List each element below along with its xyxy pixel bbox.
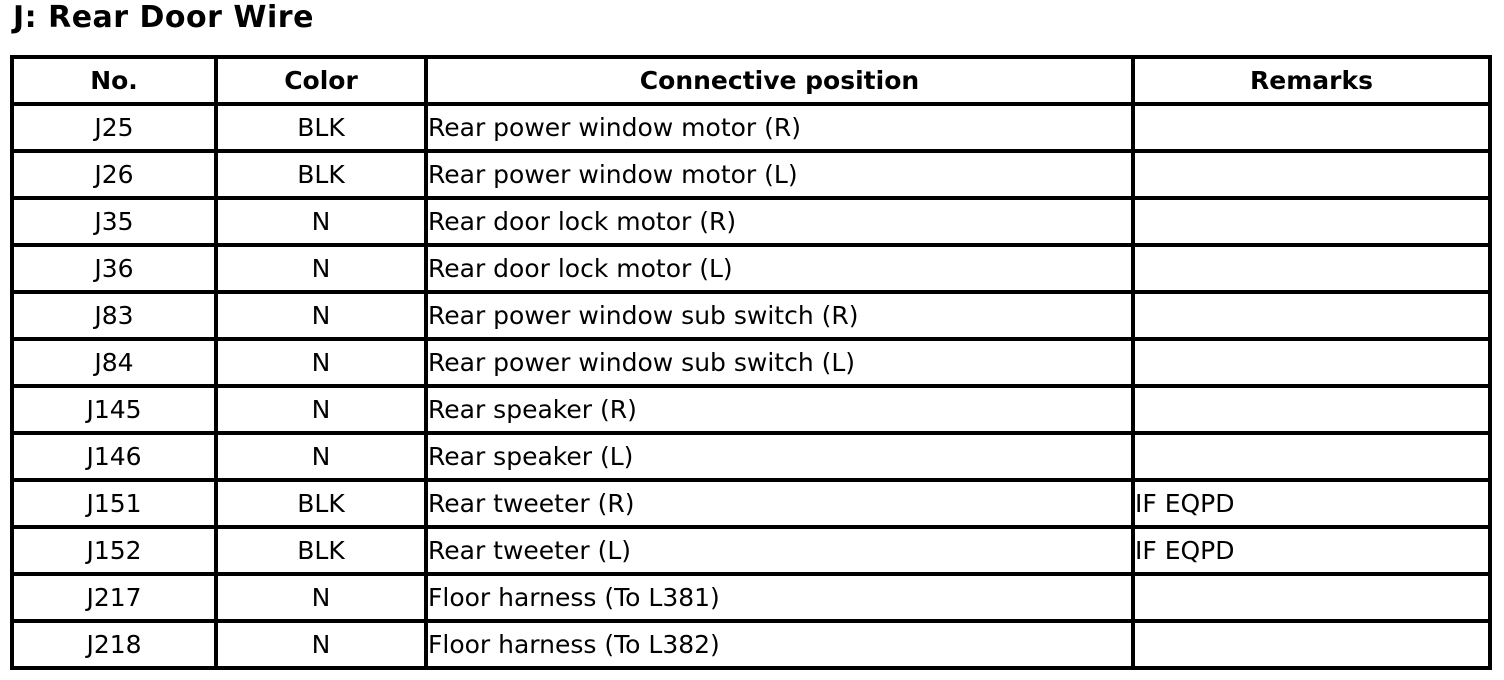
table-row: J146 N Rear speaker (L) (10, 431, 1492, 482)
table-row: J217 N Floor harness (To L381) (10, 572, 1492, 623)
cell-connective-position: Rear tweeter (L) (424, 525, 1135, 576)
table-row: J152 BLK Rear tweeter (L) IF EQPD (10, 525, 1492, 576)
cell-no: J145 (10, 384, 218, 435)
cell-color: N (214, 243, 428, 294)
cell-no: J146 (10, 431, 218, 482)
cell-color: N (214, 619, 428, 670)
cell-color: N (214, 572, 428, 623)
cell-remarks (1131, 102, 1492, 153)
table-row: J218 N Floor harness (To L382) (10, 619, 1492, 670)
cell-color: BLK (214, 525, 428, 576)
cell-connective-position: Rear door lock motor (L) (424, 243, 1135, 294)
cell-connective-position: Rear door lock motor (R) (424, 196, 1135, 247)
cell-no: J83 (10, 290, 218, 341)
cell-no: J84 (10, 337, 218, 388)
cell-no: J26 (10, 149, 218, 200)
cell-connective-position: Rear power window sub switch (R) (424, 290, 1135, 341)
cell-connective-position: Rear power window motor (L) (424, 149, 1135, 200)
cell-remarks (1131, 384, 1492, 435)
page-title: J: Rear Door Wire (13, 0, 314, 35)
cell-connective-position: Rear power window motor (R) (424, 102, 1135, 153)
table-row: J151 BLK Rear tweeter (R) IF EQPD (10, 478, 1492, 529)
cell-no: J218 (10, 619, 218, 670)
cell-color: BLK (214, 149, 428, 200)
rear-door-wire-table: No. Color Connective position Remarks J2… (10, 55, 1492, 670)
cell-color: N (214, 337, 428, 388)
table-row: J145 N Rear speaker (R) (10, 384, 1492, 435)
cell-remarks (1131, 290, 1492, 341)
cell-no: J217 (10, 572, 218, 623)
table-row: J26 BLK Rear power window motor (L) (10, 149, 1492, 200)
cell-connective-position: Rear speaker (L) (424, 431, 1135, 482)
cell-no: J151 (10, 478, 218, 529)
cell-connective-position: Rear speaker (R) (424, 384, 1135, 435)
table-header-row: No. Color Connective position Remarks (10, 55, 1492, 106)
column-header-connective-position: Connective position (424, 55, 1135, 106)
column-header-color: Color (214, 55, 428, 106)
cell-connective-position: Floor harness (To L381) (424, 572, 1135, 623)
cell-connective-position: Rear tweeter (R) (424, 478, 1135, 529)
table-row: J83 N Rear power window sub switch (R) (10, 290, 1492, 341)
cell-color: N (214, 431, 428, 482)
cell-color: N (214, 290, 428, 341)
column-header-no: No. (10, 55, 218, 106)
cell-no: J152 (10, 525, 218, 576)
cell-color: N (214, 196, 428, 247)
cell-color: N (214, 384, 428, 435)
cell-connective-position: Rear power window sub switch (L) (424, 337, 1135, 388)
table-row: J36 N Rear door lock motor (L) (10, 243, 1492, 294)
cell-no: J36 (10, 243, 218, 294)
cell-color: BLK (214, 478, 428, 529)
cell-remarks (1131, 431, 1492, 482)
cell-remarks (1131, 619, 1492, 670)
table-row: J35 N Rear door lock motor (R) (10, 196, 1492, 247)
cell-color: BLK (214, 102, 428, 153)
cell-connective-position: Floor harness (To L382) (424, 619, 1135, 670)
cell-remarks: IF EQPD (1131, 478, 1492, 529)
cell-remarks (1131, 243, 1492, 294)
table-row: J84 N Rear power window sub switch (L) (10, 337, 1492, 388)
cell-remarks: IF EQPD (1131, 525, 1492, 576)
cell-remarks (1131, 149, 1492, 200)
cell-remarks (1131, 196, 1492, 247)
cell-remarks (1131, 337, 1492, 388)
cell-remarks (1131, 572, 1492, 623)
table-row: J25 BLK Rear power window motor (R) (10, 102, 1492, 153)
cell-no: J35 (10, 196, 218, 247)
cell-no: J25 (10, 102, 218, 153)
column-header-remarks: Remarks (1131, 55, 1492, 106)
